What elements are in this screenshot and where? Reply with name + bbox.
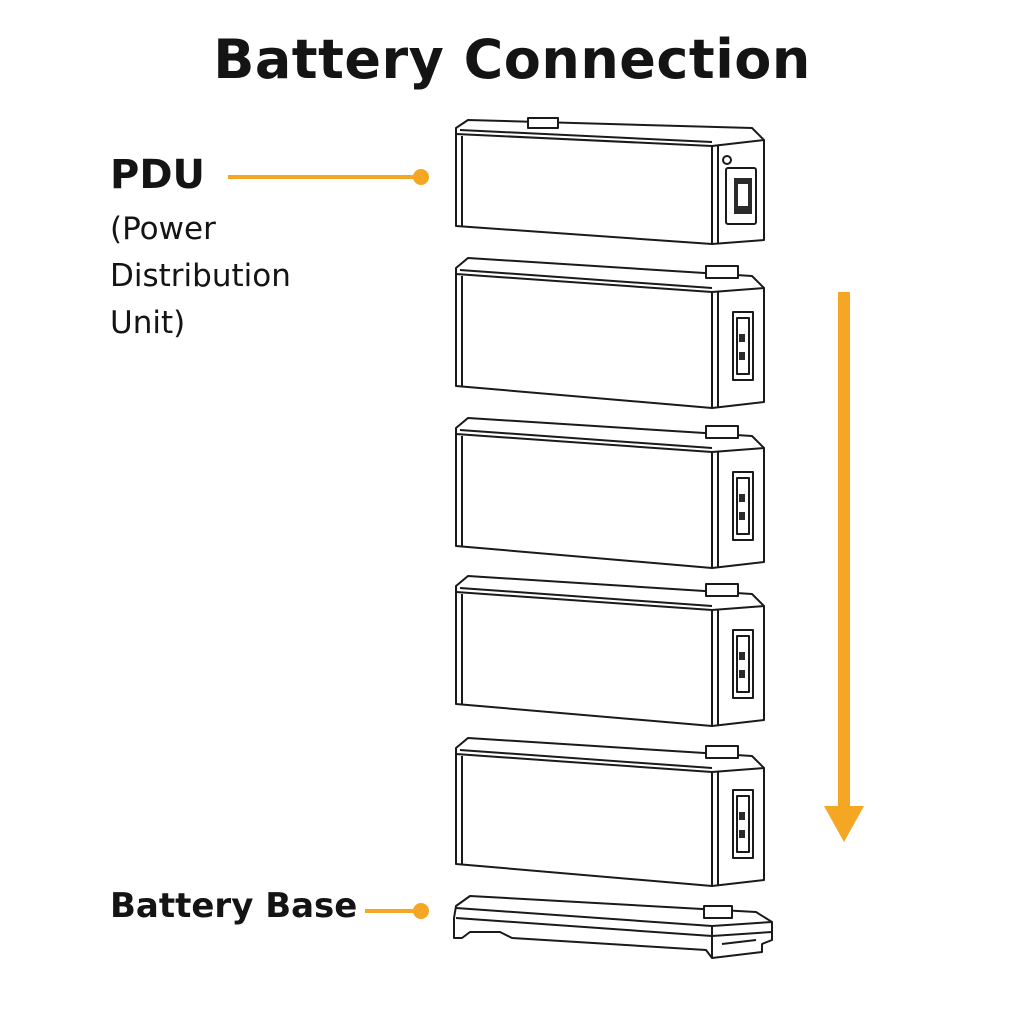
base-leader [365, 903, 429, 919]
pdu-unit [455, 117, 765, 245]
battery-module [455, 737, 765, 887]
stacking-direction-arrow [824, 292, 864, 842]
battery-module [455, 417, 765, 569]
battery-base-label: Battery Base [110, 886, 358, 926]
pdu-label: PDU [110, 152, 205, 198]
pdu-full-name: (Power Distribution Unit) [110, 211, 291, 341]
battery-base [453, 895, 773, 959]
page-title: Battery Connection [213, 28, 811, 91]
pdu-leader [228, 169, 429, 185]
battery-module [455, 257, 765, 409]
battery-module [455, 575, 765, 727]
